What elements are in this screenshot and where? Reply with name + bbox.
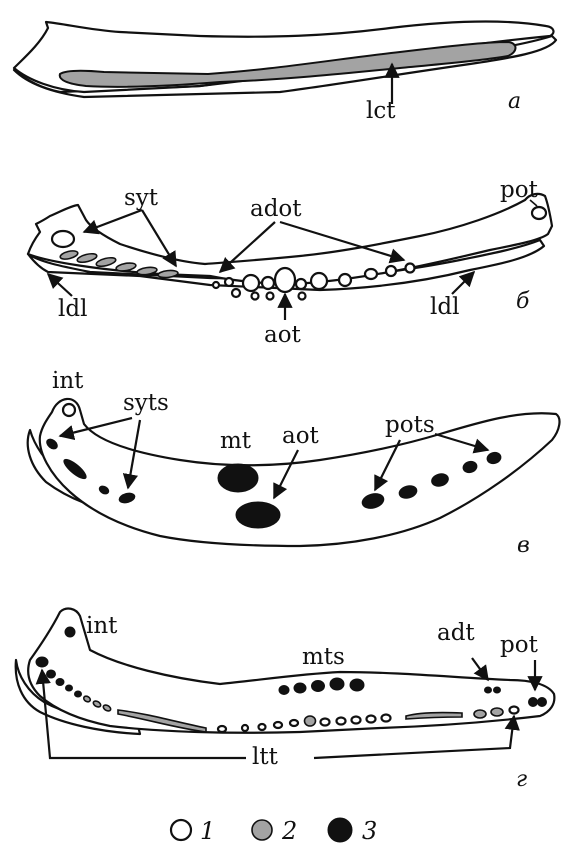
ltt-tooth <box>75 691 82 697</box>
legend: 1 2 3 <box>171 817 377 845</box>
adot-label: adot <box>250 196 302 222</box>
ldl-right-arrow <box>452 272 474 294</box>
small-tooth <box>242 725 248 731</box>
int-tooth <box>65 627 75 637</box>
ldl-left-arrow <box>48 274 72 296</box>
adot-tooth <box>299 293 306 300</box>
ldl-left-label: ldl <box>58 296 87 322</box>
pot-label: pot <box>500 177 539 203</box>
int-label: int <box>86 613 118 639</box>
small-tooth <box>290 720 298 726</box>
mts-tooth <box>330 678 344 690</box>
adt-label: adt <box>437 620 475 646</box>
adot-tooth <box>225 278 233 286</box>
adt-tooth <box>485 687 492 693</box>
pot-label: pot <box>500 632 539 658</box>
small-tooth <box>337 718 346 725</box>
int-label: int <box>52 368 84 394</box>
aot-tooth <box>236 502 280 528</box>
adot-tooth <box>311 273 327 289</box>
adt-tooth <box>494 687 501 693</box>
mts-tooth <box>312 681 325 692</box>
adot-tooth <box>386 266 396 276</box>
ltt-tooth <box>66 685 73 691</box>
small-tooth <box>510 707 519 714</box>
panel-c-tag: в <box>517 533 530 558</box>
adot-tooth <box>243 275 259 291</box>
panel-a-tag: а <box>508 89 521 114</box>
small-tooth <box>274 722 282 728</box>
ldl-right-label: ldl <box>430 294 459 320</box>
adot-tooth <box>252 293 259 300</box>
grey-tooth <box>305 716 316 726</box>
small-tooth <box>352 717 361 724</box>
legend-grey-symbol <box>252 820 272 840</box>
syt-arrow <box>84 210 142 232</box>
aot-label: aot <box>282 423 320 449</box>
mts-tooth <box>294 683 306 693</box>
adot-tooth <box>339 274 351 286</box>
adot-tooth <box>296 279 306 289</box>
panel-d: int mts adt pot ltt г <box>16 609 555 792</box>
small-tooth <box>259 724 266 730</box>
aot-label: aot <box>264 322 302 348</box>
legend-open-symbol <box>171 820 191 840</box>
adot-tooth <box>262 277 274 289</box>
pots-label: pots <box>385 412 435 438</box>
mts-tooth <box>279 686 289 695</box>
pot-tooth <box>529 698 538 707</box>
grey-tooth <box>491 708 503 716</box>
pot-tooth <box>538 698 547 707</box>
panel-b-tag: б <box>516 289 530 314</box>
panel-b-foramen <box>52 231 74 247</box>
ltt-tooth <box>47 670 56 678</box>
legend-label-1: 1 <box>200 817 215 845</box>
mts-label: mts <box>302 644 345 670</box>
panel-b: syt adot pot ldl aot ldl б <box>28 177 552 348</box>
adot-tooth <box>213 282 219 288</box>
panel-c: int syts mt aot pots в <box>28 368 560 558</box>
lct-label: lct <box>366 98 396 124</box>
mts-tooth <box>350 679 364 691</box>
pot-tooth <box>532 207 546 219</box>
small-tooth <box>367 716 376 723</box>
syts-label: syts <box>123 390 169 416</box>
ltt-tooth <box>56 679 64 686</box>
ltt-tooth <box>36 657 48 667</box>
legend-black-symbol <box>328 818 352 842</box>
small-tooth <box>321 719 330 726</box>
adot-tooth <box>267 293 274 300</box>
grey-tooth <box>474 710 486 718</box>
ltt-label: ltt <box>252 744 279 770</box>
panel-a: lct а <box>14 22 556 124</box>
small-tooth <box>382 715 391 722</box>
mt-label: mt <box>220 428 252 454</box>
panel-d-tag: г <box>516 767 527 792</box>
legend-label-3: 3 <box>362 817 377 845</box>
adot-tooth <box>365 269 377 279</box>
panel-c-foramen <box>63 404 75 416</box>
adot-tooth <box>232 289 240 297</box>
mt-tooth <box>218 464 258 492</box>
adt-arrow <box>472 658 488 680</box>
aot-tooth <box>275 268 295 292</box>
legend-label-2: 2 <box>281 817 297 845</box>
adot-tooth <box>406 264 415 273</box>
small-tooth <box>218 726 226 732</box>
syt-label: syt <box>124 185 159 211</box>
